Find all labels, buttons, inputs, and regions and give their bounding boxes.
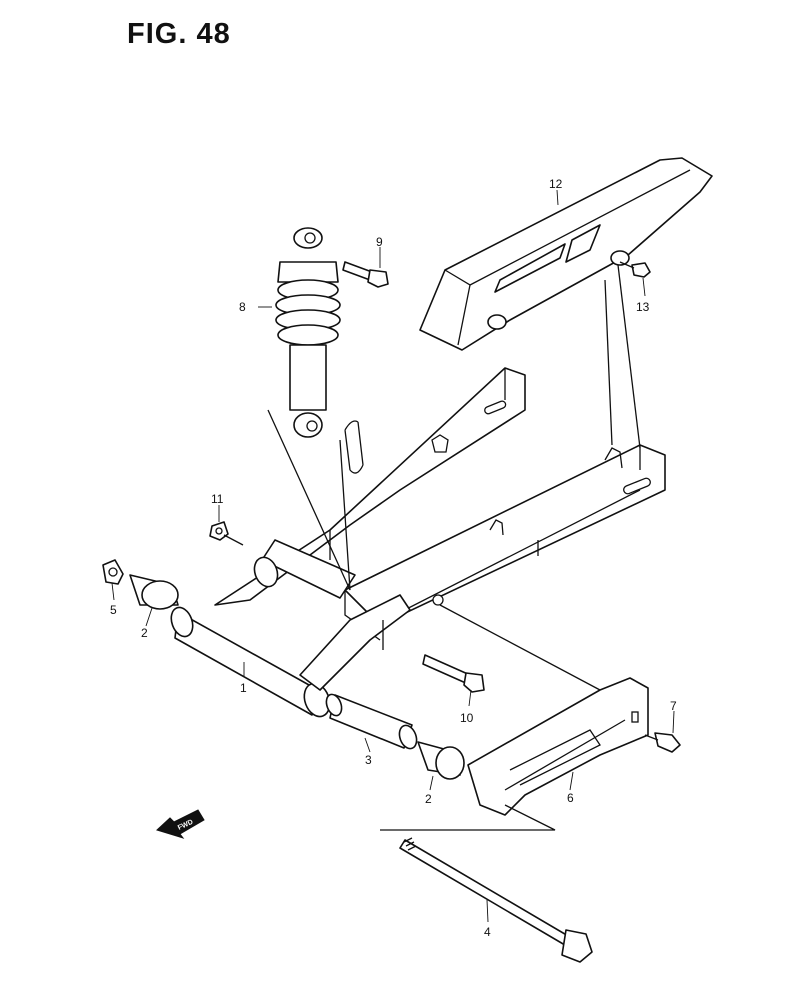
figure-title: FIG. 48 [127, 18, 231, 50]
part-label-12: 12 [549, 177, 563, 191]
leader-lines [111, 189, 675, 923]
rear-shock-absorber [275, 227, 341, 438]
swingarm-left-rail [214, 367, 526, 606]
shock-lower-clip [344, 420, 364, 474]
bolt-13 [619, 261, 651, 278]
part-label-5: 5 [110, 603, 117, 617]
bushing-2-upper [129, 574, 179, 610]
bushing-2-lower [417, 741, 465, 780]
swingarm-pivot-tube [170, 594, 444, 718]
bolt-9 [342, 261, 389, 288]
fwd-arrow-badge: FWD [156, 809, 205, 839]
part-label-13: 13 [636, 300, 650, 314]
chain-slider-6 [467, 677, 649, 816]
nut-11 [209, 521, 229, 541]
part-label-9: 9 [376, 235, 383, 249]
part-label-2a: 2 [141, 626, 148, 640]
part-label-1: 1 [240, 681, 247, 695]
bolt-7 [644, 732, 681, 753]
part-label-8: 8 [239, 300, 246, 314]
part-label-7: 7 [670, 699, 677, 713]
part-label-2b: 2 [425, 792, 432, 806]
assembly-guide-lines [223, 264, 641, 831]
part-label-6: 6 [567, 791, 574, 805]
spacer-3 [325, 693, 418, 750]
part-label-4: 4 [484, 925, 491, 939]
swingarm-right-rail [344, 444, 666, 641]
chain-guard [419, 157, 713, 351]
part-labels: 1 2 2 3 4 5 6 7 8 9 10 11 12 13 [110, 177, 677, 939]
part-label-3: 3 [365, 753, 372, 767]
part-label-10: 10 [460, 711, 474, 725]
pivot-shaft-4 [399, 837, 593, 963]
swingarm-cross-tube [253, 539, 356, 599]
cap-5 [102, 559, 124, 585]
bolt-10 [422, 654, 485, 693]
part-label-11: 11 [211, 492, 224, 506]
